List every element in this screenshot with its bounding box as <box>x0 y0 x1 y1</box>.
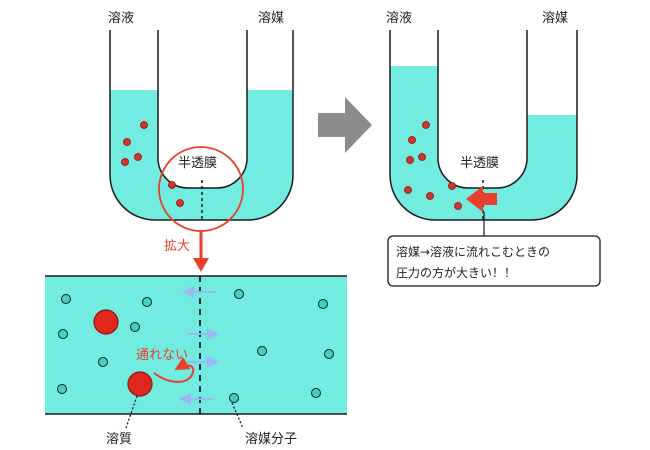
label-membrane-left: 半透膜 <box>178 156 217 171</box>
left-arrow-icon <box>466 186 497 212</box>
water-after-left <box>390 66 577 220</box>
label-blocked: 通れない <box>136 348 188 363</box>
callout-line-1: 溶媒→溶液に流れこむときの <box>396 244 550 259</box>
label-membrane-right: 半透膜 <box>460 156 499 171</box>
right-arrow-icon <box>318 97 372 153</box>
solute-particles-before <box>121 121 184 207</box>
label-solute: 溶質 <box>106 432 132 447</box>
u-tube-after <box>389 30 578 221</box>
solvent-leader <box>231 402 244 429</box>
solvent-molecules <box>57 289 334 403</box>
solute-molecules <box>93 309 153 397</box>
curved-arrow-icon <box>153 356 195 383</box>
callout-box: 溶媒→溶液に流れこむときの 圧力の方が大きい！！ <box>387 212 601 287</box>
flow-arrows <box>179 286 219 405</box>
magnified-water <box>45 276 347 414</box>
tube-outer-wall <box>109 30 294 221</box>
label-solution-right: 溶液 <box>386 11 412 26</box>
label-solvent-left: 溶媒 <box>258 11 284 26</box>
magnified-view <box>45 275 347 415</box>
label-solvent-right: 溶媒 <box>542 11 568 26</box>
down-arrow-icon <box>193 258 209 272</box>
solute-leader <box>125 395 138 429</box>
solute-particles-after <box>404 121 462 210</box>
label-solvent-molecule: 溶媒分子 <box>245 432 297 447</box>
label-magnify: 拡大 <box>164 239 190 254</box>
label-solution-left: 溶液 <box>108 11 134 26</box>
u-tube-before <box>109 30 294 232</box>
callout-line-2: 圧力の方が大きい！！ <box>396 265 516 280</box>
